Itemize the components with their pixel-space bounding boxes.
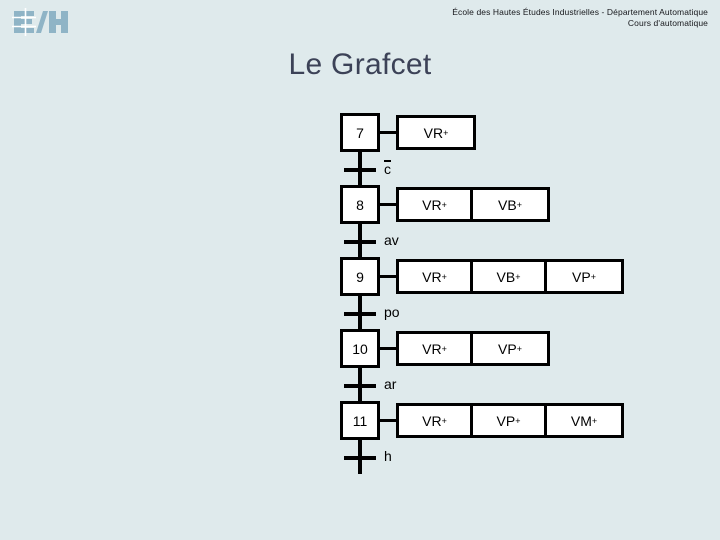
action-label: VR <box>422 412 442 429</box>
transition-receptivity: po <box>384 304 400 320</box>
action-cell[interactable]: VR+ <box>399 118 473 147</box>
action-label: VM <box>570 412 592 429</box>
action-label: VR <box>423 124 444 141</box>
institution-line: École des Hautes Études Industrielles - … <box>452 7 708 17</box>
action-label: VP <box>498 340 517 357</box>
action-cell[interactable]: VR+ <box>399 406 473 435</box>
action-label: VP <box>496 412 516 429</box>
transition-bar <box>344 456 376 460</box>
action-sign: + <box>441 415 447 426</box>
ehi-logo-icon <box>12 8 68 36</box>
action-group-step-9: VR+VB+VP+ <box>396 259 624 294</box>
action-label: VP <box>572 268 591 285</box>
step-box-11[interactable]: 11 <box>340 401 380 440</box>
step-box-9[interactable]: 9 <box>340 257 380 296</box>
action-cell[interactable]: VR+ <box>399 190 473 219</box>
receptivity-label: c <box>384 160 391 177</box>
action-group-step-7: VR+ <box>396 115 476 150</box>
course-line: Cours d'automatique <box>627 18 708 28</box>
step-box-10[interactable]: 10 <box>340 329 380 368</box>
step-box-7[interactable]: 7 <box>340 113 380 152</box>
action-cell[interactable]: VR+ <box>399 262 473 291</box>
step-box-8[interactable]: 8 <box>340 185 380 224</box>
action-group-step-8: VR+VB+ <box>396 187 550 222</box>
step-action-link <box>380 347 396 350</box>
action-sign: + <box>515 415 521 426</box>
transition-bar <box>344 240 376 244</box>
transition-receptivity: ar <box>384 376 397 392</box>
action-sign: + <box>443 127 449 138</box>
action-label: VB <box>496 268 516 285</box>
step-action-link <box>380 419 396 422</box>
step-action-link <box>380 131 396 134</box>
slide-header: École des Hautes Études Industrielles - … <box>0 0 720 42</box>
action-cell[interactable]: VM+ <box>547 406 621 435</box>
action-label: VR <box>422 340 442 357</box>
action-cell[interactable]: VP+ <box>547 262 621 291</box>
page-title: Le Grafcet <box>288 48 432 81</box>
action-sign: + <box>441 343 447 354</box>
step-action-link <box>380 203 396 206</box>
action-sign: + <box>516 199 522 210</box>
action-cell[interactable]: VR+ <box>399 334 473 363</box>
action-sign: + <box>516 343 522 354</box>
action-sign: + <box>441 199 447 210</box>
action-cell[interactable]: VB+ <box>473 190 547 219</box>
transition-receptivity: c <box>384 160 391 177</box>
action-sign: + <box>515 271 521 282</box>
action-sign: + <box>590 271 596 282</box>
transition-bar <box>344 384 376 388</box>
transition-receptivity: av <box>384 232 399 248</box>
step-action-link <box>380 275 396 278</box>
transition-bar <box>344 312 376 316</box>
action-label: VR <box>422 196 442 213</box>
action-group-step-11: VR+VP+VM+ <box>396 403 624 438</box>
action-cell[interactable]: VP+ <box>473 334 547 363</box>
action-sign: + <box>591 415 598 426</box>
action-group-step-10: VR+VP+ <box>396 331 550 366</box>
action-sign: + <box>441 271 447 282</box>
action-cell[interactable]: VB+ <box>473 262 547 291</box>
transition-bar <box>344 168 376 172</box>
action-cell[interactable]: VP+ <box>473 406 547 435</box>
action-label: VB <box>498 196 517 213</box>
header-text-block: École des Hautes Études Industrielles - … <box>452 7 708 29</box>
transition-receptivity: h <box>384 448 392 464</box>
action-label: VR <box>422 268 442 285</box>
